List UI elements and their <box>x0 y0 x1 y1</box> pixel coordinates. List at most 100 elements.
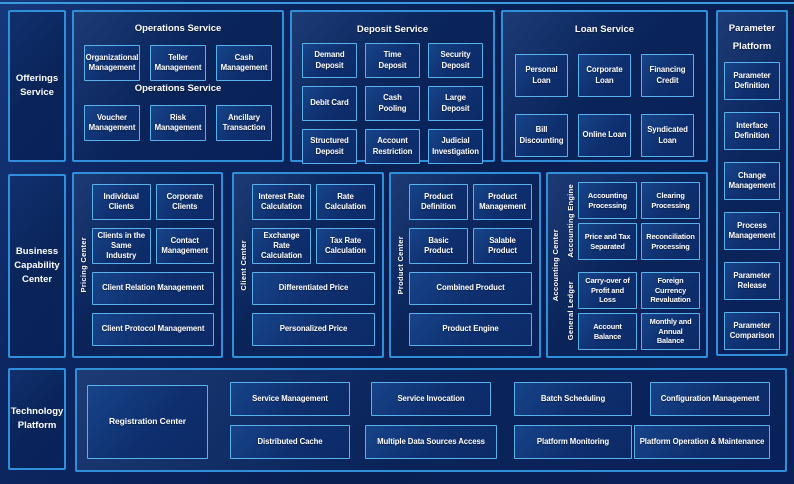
panel-client-center: Client Center Interest Rate Calculation … <box>232 172 384 358</box>
box-corporate-clients: Corporate Clients <box>155 184 214 220</box>
box-cash-management: Cash Management <box>216 45 272 81</box>
box-multiple-data-sources-access: Multiple Data Sources Access <box>365 425 497 459</box>
panel-product-center: Product Center Product Definition Produc… <box>389 172 541 358</box>
client-center-strip: Client Center <box>234 174 252 356</box>
box-financing-credit: Financing Credit <box>641 54 694 97</box>
panel-technology-platform: Registration Center Service Management D… <box>75 368 787 472</box>
box-differentiated-price: Differentiated Price <box>252 272 375 305</box>
box-clearing-processing: Clearing Processing <box>641 182 700 219</box>
accounting-engine-group: Accounting Engine Accounting Processing … <box>563 182 700 260</box>
operations-row-1: Organizational Management Teller Managem… <box>84 45 272 81</box>
product-center-strip: Product Center <box>391 174 409 356</box>
box-carry-over-of-profit-and-loss: Carry-over of Profit and Loss <box>578 272 637 309</box>
operations-service-mid-label: Operations Service <box>134 83 222 94</box>
rail-offerings-service: Offerings Service <box>8 10 66 162</box>
box-distributed-cache: Distributed Cache <box>230 425 350 459</box>
general-ledger-strip: General Ledger <box>563 272 578 350</box>
box-service-invocation: Service Invocation <box>371 382 491 416</box>
box-tax-rate-calculation: Tax Rate Calculation <box>316 228 375 264</box>
box-debit-card: Debit Card <box>302 86 357 121</box>
panel-loan-service: Loan Service Personal Loan Corporate Loa… <box>501 10 708 162</box>
box-personalized-price: Personalized Price <box>252 313 375 346</box>
top-border-line <box>0 2 794 4</box>
pricing-center-body: Individual Clients Corporate Clients Cli… <box>92 174 221 356</box>
box-risk-management: Risk Management <box>150 105 206 141</box>
accounting-engine-label: Accounting Engine <box>566 184 575 258</box>
box-cash-pooling: Cash Pooling <box>365 86 420 121</box>
box-account-balance: Account Balance <box>578 313 637 350</box>
box-client-protocol-management: Client Protocol Management <box>92 313 214 346</box>
pricing-center-label: Pricing Center <box>78 237 88 293</box>
box-rate-calculation: Rate Calculation <box>316 184 375 220</box>
box-change-management: Change Management <box>724 162 780 201</box>
box-exchange-rate-calculation: Exchange Rate Calculation <box>252 228 311 264</box>
box-accounting-processing: Accounting Processing <box>578 182 637 219</box>
box-interest-rate-calculation: Interest Rate Calculation <box>252 184 311 220</box>
box-process-management: Process Management <box>724 212 780 251</box>
box-account-restriction: Account Restriction <box>365 129 420 164</box>
box-structured-deposit: Structured Deposit <box>302 129 357 164</box>
operations-service-title: Operations Service <box>134 23 222 34</box>
parameter-platform-title: Parameter Platform <box>728 23 776 53</box>
rail-business-capability-center: Business Capability Center <box>8 174 66 358</box>
box-registration-center: Registration Center <box>87 385 208 459</box>
rail-label: Offerings Service <box>15 72 59 98</box>
product-center-body: Product Definition Product Management Ba… <box>409 174 539 356</box>
rail-technology-platform: Technology Platform <box>8 368 66 470</box>
box-demand-deposit: Demand Deposit <box>302 43 357 78</box>
accounting-groups: Accounting Engine Accounting Processing … <box>563 182 700 350</box>
box-teller-management: Teller Management <box>150 45 206 81</box>
parameter-platform-stack: Parameter Definition Interface Definitio… <box>724 62 780 351</box>
panel-parameter-platform: Parameter Platform Parameter Definition … <box>716 10 788 356</box>
box-salable-product: Salable Product <box>473 228 532 264</box>
box-parameter-release: Parameter Release <box>724 262 780 301</box>
product-center-label: Product Center <box>395 235 405 295</box>
panel-deposit-service: Deposit Service Demand Deposit Time Depo… <box>290 10 495 164</box>
box-platform-operation-maintenance: Platform Operation & Maintenance <box>634 425 770 459</box>
panel-pricing-center: Pricing Center Individual Clients Corpor… <box>72 172 223 358</box>
box-configuration-management: Configuration Management <box>650 382 770 416</box>
box-reconciliation-processing: Reconciliation Processing <box>641 223 700 260</box>
box-corporate-loan: Corporate Loan <box>578 54 631 97</box>
box-product-management: Product Management <box>473 184 532 220</box>
box-judicial-investigation: Judicial Investigation <box>428 129 483 164</box>
loan-grid: Personal Loan Corporate Loan Financing C… <box>515 54 694 157</box>
panel-operations-service: Operations Service Organizational Manage… <box>72 10 284 162</box>
box-individual-clients: Individual Clients <box>92 184 151 220</box>
box-bill-discounting: Bill Discounting <box>515 114 568 157</box>
accounting-center-label: Accounting Center <box>551 228 560 302</box>
box-foreign-currency-revaluation: Foreign Currency Revaluation <box>641 272 700 309</box>
box-price-and-tax-separated: Price and Tax Separated <box>578 223 637 260</box>
box-product-definition: Product Definition <box>409 184 468 220</box>
client-center-body: Interest Rate Calculation Rate Calculati… <box>252 174 382 356</box>
box-service-management: Service Management <box>230 382 350 416</box>
box-voucher-management: Voucher Management <box>84 105 140 141</box>
box-basic-product: Basic Product <box>409 228 468 264</box>
box-parameter-definition: Parameter Definition <box>724 62 780 101</box>
box-syndicated-loan: Syndicated Loan <box>641 114 694 157</box>
general-ledger-label: General Ledger <box>566 281 575 341</box>
accounting-engine-grid: Accounting Processing Clearing Processin… <box>578 182 700 260</box>
product-small-grid: Product Definition Product Management Ba… <box>409 184 532 264</box>
box-product-engine: Product Engine <box>409 313 532 346</box>
box-personal-loan: Personal Loan <box>515 54 568 97</box>
client-small-grid: Interest Rate Calculation Rate Calculati… <box>252 184 375 264</box>
panel-accounting-center: Accounting Center Accounting Engine Acco… <box>546 172 708 358</box>
client-center-label: Client Center <box>238 239 248 291</box>
accounting-center-strip: Accounting Center <box>548 182 563 348</box>
general-ledger-group: General Ledger Carry-over of Profit and … <box>563 272 700 350</box>
box-security-deposit: Security Deposit <box>428 43 483 78</box>
box-clients-in-the-same-industry: Clients in the Same Industry <box>92 228 151 264</box>
box-online-loan: Online Loan <box>578 114 631 157</box>
box-client-relation-management: Client Relation Management <box>92 272 214 305</box>
box-interface-definition: Interface Definition <box>724 112 780 151</box>
box-organizational-management: Organizational Management <box>84 45 140 81</box>
deposit-grid: Demand Deposit Time Deposit Security Dep… <box>302 43 483 164</box>
box-platform-monitoring: Platform Monitoring <box>514 425 632 459</box>
box-combined-product: Combined Product <box>409 272 532 305</box>
deposit-service-title: Deposit Service <box>356 24 429 35</box>
operations-row-2: Voucher Management Risk Management Ancil… <box>84 105 272 141</box>
loan-service-title: Loan Service <box>574 24 635 35</box>
pricing-center-strip: Pricing Center <box>74 174 92 356</box>
box-time-deposit: Time Deposit <box>365 43 420 78</box>
